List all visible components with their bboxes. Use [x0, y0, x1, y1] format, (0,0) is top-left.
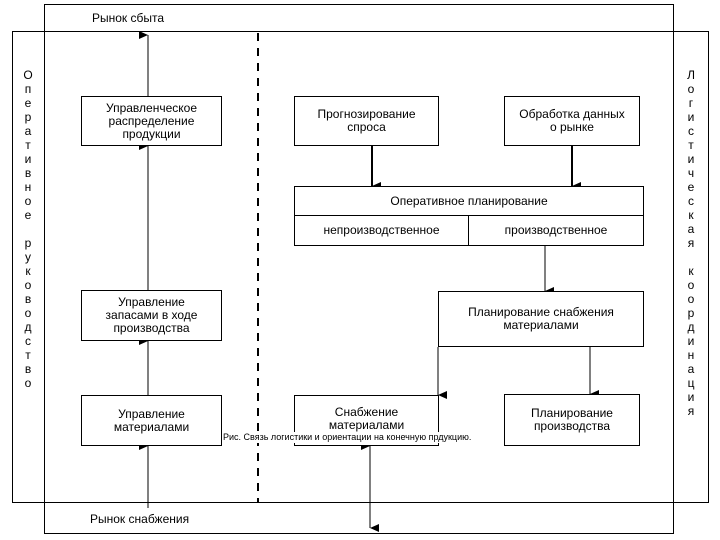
nonproduction-planning-box: непроизводственное — [294, 215, 469, 246]
market-data-processing-box: Обработка данных о рынке — [504, 96, 640, 146]
market-sales-label: Рынок сбыта — [92, 11, 165, 25]
production-planning-type-box: производственное — [468, 215, 644, 246]
logistics-frame — [12, 31, 709, 503]
logistics-coordination-vertical-label: Л о г и с т и ч е с к а я к о о р д и н … — [687, 68, 695, 418]
operative-planning-box: Оперативное планирование — [294, 186, 644, 216]
production-planning-box: Планирование производства — [504, 394, 640, 446]
supply-planning-box: Планирование снабжения материалами — [438, 291, 644, 347]
distribution-management-box: Управленческое распределение продукции — [81, 96, 222, 146]
demand-forecast-box: Прогнозирование спроса — [294, 96, 439, 146]
operative-management-vertical-label: О п е р а т и в н о е р у к о в о д с т … — [23, 68, 33, 390]
outer-frame — [44, 4, 674, 534]
figure-caption: Рис. Связь логистики и ориентации на кон… — [223, 432, 472, 443]
materials-management-box: Управление материалами — [81, 395, 222, 446]
market-supply-label: Рынок снабжения — [90, 512, 190, 526]
inventory-management-box: Управление запасами в ходе производства — [81, 290, 222, 341]
